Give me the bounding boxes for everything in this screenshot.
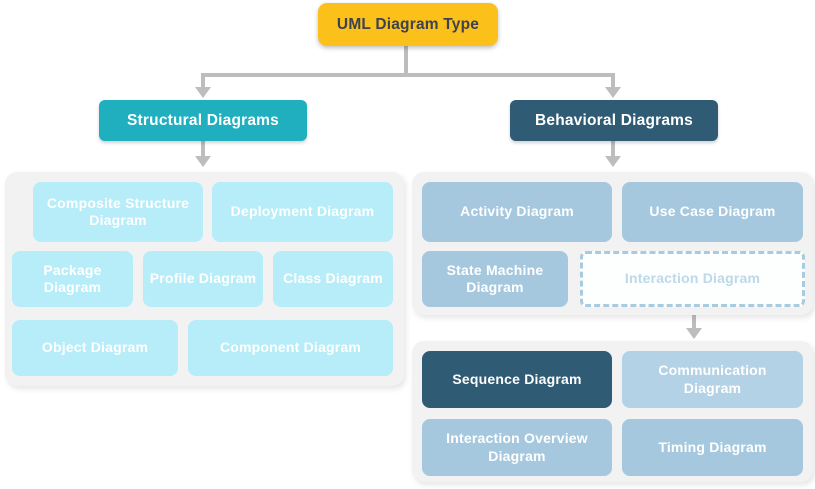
- connector-to-behavioral: [611, 75, 615, 89]
- node-state-machine-diagram: State Machine Diagram: [422, 251, 568, 307]
- connector-root-stem: [404, 46, 408, 75]
- node-communication-diagram: Communication Diagram: [622, 351, 803, 408]
- connector-structural-to-group: [201, 141, 205, 158]
- node-interaction-diagram: Interaction Diagram: [580, 251, 805, 307]
- arrow-down-icon: [605, 156, 621, 167]
- connector-interaction-to-group: [692, 307, 696, 330]
- node-interaction-overview-diagram: Interaction Overview Diagram: [422, 419, 612, 476]
- arrow-down-icon: [686, 328, 702, 339]
- node-structural-diagrams: Structural Diagrams: [99, 100, 307, 141]
- connector-behavioral-to-group: [611, 141, 615, 158]
- node-activity-diagram: Activity Diagram: [422, 182, 612, 242]
- arrow-down-icon: [195, 156, 211, 167]
- node-package-diagram: Package Diagram: [12, 251, 133, 307]
- node-sequence-diagram: Sequence Diagram: [422, 351, 612, 408]
- node-profile-diagram: Profile Diagram: [143, 251, 263, 307]
- node-uml-diagram-type: UML Diagram Type: [318, 3, 498, 46]
- node-component-diagram: Component Diagram: [188, 320, 393, 376]
- node-timing-diagram: Timing Diagram: [622, 419, 803, 476]
- node-class-diagram: Class Diagram: [273, 251, 393, 307]
- node-use-case-diagram: Use Case Diagram: [622, 182, 803, 242]
- node-behavioral-diagrams: Behavioral Diagrams: [510, 100, 718, 141]
- connector-branch-horizontal: [201, 73, 615, 77]
- arrow-down-icon: [195, 87, 211, 98]
- arrow-down-icon: [605, 87, 621, 98]
- node-object-diagram: Object Diagram: [12, 320, 178, 376]
- node-composite-structure-diagram: Composite Structure Diagram: [33, 182, 203, 242]
- connector-to-structural: [201, 75, 205, 89]
- node-deployment-diagram: Deployment Diagram: [212, 182, 393, 242]
